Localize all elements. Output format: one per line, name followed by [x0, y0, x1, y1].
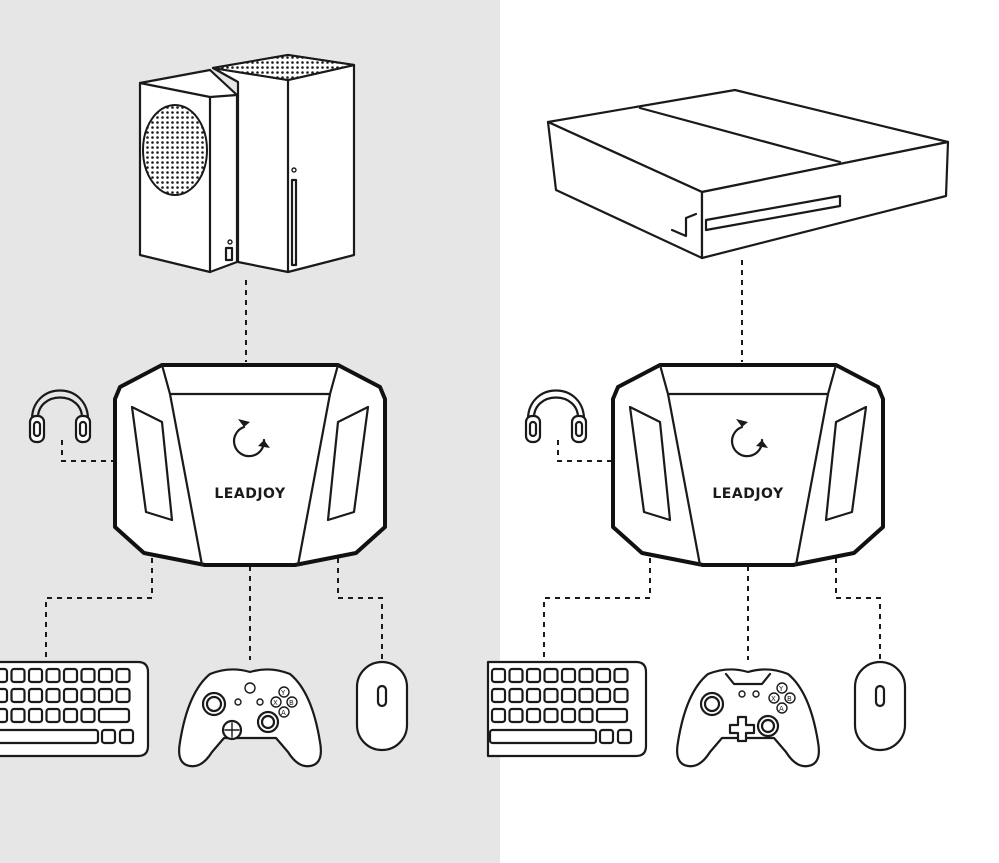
svg-text:X: X — [273, 699, 278, 707]
keyboard-key — [45, 687, 61, 704]
keyboard-key — [80, 707, 96, 724]
hub-device-left — [113, 363, 387, 567]
keyboard-key — [525, 667, 542, 684]
keyboard-key — [10, 687, 26, 704]
mouse-icon — [853, 660, 907, 752]
xbox-series-x-icon — [211, 53, 356, 274]
keyboard-key — [543, 687, 559, 704]
keyboard-key — [115, 667, 131, 684]
keyboard-key — [543, 707, 559, 724]
keyboard-key — [45, 707, 61, 724]
keyboard-key — [80, 667, 96, 684]
keyboard-key — [595, 687, 612, 704]
keyboard-key — [45, 667, 61, 684]
keyboard-key — [10, 667, 26, 684]
keyboard-key — [97, 707, 131, 724]
xbox-one-icon — [546, 88, 950, 260]
keyboard-key — [508, 667, 524, 684]
keyboard-key — [525, 687, 542, 704]
keyboard-key — [488, 728, 598, 745]
connector-lines-right — [543, 260, 881, 660]
mouse-icon — [355, 660, 409, 752]
keyboard-key — [62, 687, 79, 704]
svg-text:B: B — [289, 699, 294, 707]
brand-logo-left: LEADJOY — [214, 486, 286, 502]
keyboard-key — [613, 667, 629, 684]
headset-icon — [28, 389, 92, 444]
keyboard-key — [62, 707, 79, 724]
keyboard-key — [62, 667, 79, 684]
svg-text:Y: Y — [280, 689, 286, 697]
keyboard-key — [100, 728, 117, 745]
keyboard-key — [595, 707, 629, 724]
keyboard-icon — [0, 660, 150, 758]
connector-lines-left — [45, 280, 383, 660]
keyboard-key — [613, 687, 629, 704]
keyboard-key — [97, 687, 114, 704]
keyboard-key — [27, 667, 44, 684]
keyboard-key — [0, 728, 100, 745]
svg-text:A: A — [779, 705, 784, 713]
keyboard-key — [578, 707, 594, 724]
keyboard-key — [595, 667, 612, 684]
keyboard-key — [508, 707, 524, 724]
keyboard-key — [118, 728, 135, 745]
keyboard-key — [115, 687, 131, 704]
keyboard-key — [543, 667, 559, 684]
keyboard-key — [490, 707, 507, 724]
keyboard-key — [560, 667, 577, 684]
keyboard-key — [0, 687, 9, 704]
keyboard-key — [80, 687, 96, 704]
keyboard-icon — [486, 660, 648, 758]
hub-device-right — [611, 363, 885, 567]
svg-text:A: A — [281, 709, 286, 717]
keyboard-key — [525, 707, 542, 724]
keyboard-key — [508, 687, 524, 704]
keyboard-key — [27, 707, 44, 724]
keyboard-key — [616, 728, 633, 745]
keyboard-key — [0, 667, 9, 684]
svg-text:B: B — [787, 695, 792, 703]
headset-icon — [524, 389, 588, 444]
svg-text:X: X — [771, 695, 776, 703]
keyboard-key — [10, 707, 26, 724]
keyboard-key — [490, 687, 507, 704]
keyboard-key — [490, 667, 507, 684]
keyboard-key — [578, 687, 594, 704]
xbox-series-s-icon — [138, 68, 239, 274]
svg-text:Y: Y — [778, 685, 784, 693]
keyboard-key — [560, 707, 577, 724]
keyboard-key — [598, 728, 615, 745]
keyboard-key — [97, 667, 114, 684]
keyboard-key — [560, 687, 577, 704]
keyboard-key — [0, 707, 9, 724]
keyboard-key — [27, 687, 44, 704]
keyboard-key — [578, 667, 594, 684]
brand-logo-right: LEADJOY — [712, 486, 784, 502]
